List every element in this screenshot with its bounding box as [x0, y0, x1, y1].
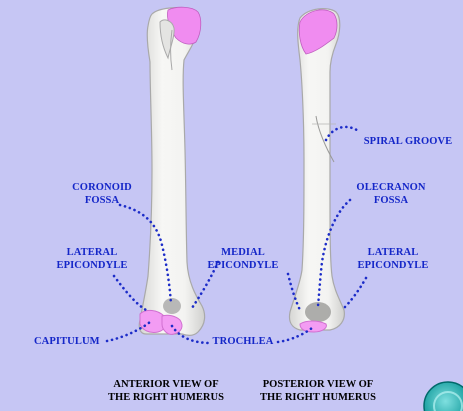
label-lateral-epicondyle-posterior: LATERAL EPICONDYLE: [348, 246, 438, 272]
leader-trochlea-posterior: [276, 326, 314, 344]
label-spiral-groove: SPIRAL GROOVE: [356, 135, 460, 148]
label-lateral-epicondyle-posterior-line1: LATERAL: [367, 247, 419, 258]
caption-anterior-line1: ANTERIOR VIEW OF: [113, 379, 219, 390]
label-medial-epicondyle: MEDIAL EPICONDYLE: [198, 246, 288, 272]
leader-trochlea: [170, 324, 212, 345]
posterior-trochlea-shape: [299, 320, 327, 333]
label-olecranon-fossa-line2: FOSSA: [373, 195, 409, 206]
leader-capitulum: [105, 320, 152, 343]
label-olecranon-fossa-line1: OLECRANON: [356, 182, 426, 193]
leader-spiral-groove: [324, 125, 362, 142]
label-lateral-epicondyle-anterior: LATERAL EPICONDYLE: [47, 246, 137, 272]
caption-posterior: POSTERIOR VIEW OF THE RIGHT HUMERUS: [248, 378, 388, 404]
label-spiral-groove-text: SPIRAL GROOVE: [363, 136, 453, 147]
leader-medial-epicondyle: [190, 260, 220, 310]
label-coronoid-fossa-line1: CORONOID: [72, 182, 132, 193]
nav-button-highlight: [433, 391, 463, 411]
label-medial-epicondyle-line1: MEDIAL: [221, 247, 265, 258]
leader-coronoid-fossa: [118, 203, 173, 306]
label-lateral-epicondyle-posterior-line2: EPICONDYLE: [357, 260, 429, 271]
label-olecranon-fossa: OLECRANON FOSSA: [348, 181, 434, 207]
label-lateral-epicondyle-anterior-line1: LATERAL: [66, 247, 118, 258]
label-trochlea-text: TROCHLEA: [212, 336, 274, 347]
leader-lateral-epicondyle-anterior: [112, 274, 148, 312]
label-coronoid-fossa: CORONOID FOSSA: [62, 181, 142, 207]
anterior-humerus: [138, 6, 206, 336]
posterior-head-cartilage: [298, 9, 338, 55]
olecranon-fossa-shape: [305, 302, 331, 322]
nav-button[interactable]: [423, 381, 463, 411]
label-capitulum-text: CAPITULUM: [34, 336, 100, 347]
spiral-groove-line: [315, 115, 335, 163]
coronoid-fossa-shape: [163, 298, 181, 314]
caption-anterior: ANTERIOR VIEW OF THE RIGHT HUMERUS: [98, 378, 234, 404]
anterior-humerus-bone: [138, 7, 206, 336]
anterior-tubercle: [159, 19, 175, 60]
label-coronoid-fossa-line2: FOSSA: [84, 195, 120, 206]
caption-posterior-line1: POSTERIOR VIEW OF: [262, 379, 374, 390]
posterior-humerus-bone: [288, 8, 345, 331]
leader-lateral-epicondyle-posterior: [342, 276, 368, 310]
label-lateral-epicondyle-anterior-line2: EPICONDYLE: [56, 260, 128, 271]
label-medial-epicondyle-line2: EPICONDYLE: [207, 260, 279, 271]
caption-anterior-line2: THE RIGHT HUMERUS: [108, 392, 224, 403]
label-trochlea: TROCHLEA: [206, 335, 280, 348]
label-capitulum: CAPITULUM: [34, 335, 110, 348]
leader-olecranon-fossa: [316, 198, 352, 308]
caption-posterior-line2: THE RIGHT HUMERUS: [260, 392, 376, 403]
anterior-groove-line: [170, 29, 173, 71]
leader-medial-epicondyle-posterior: [286, 272, 302, 312]
posterior-humerus: [288, 8, 345, 333]
